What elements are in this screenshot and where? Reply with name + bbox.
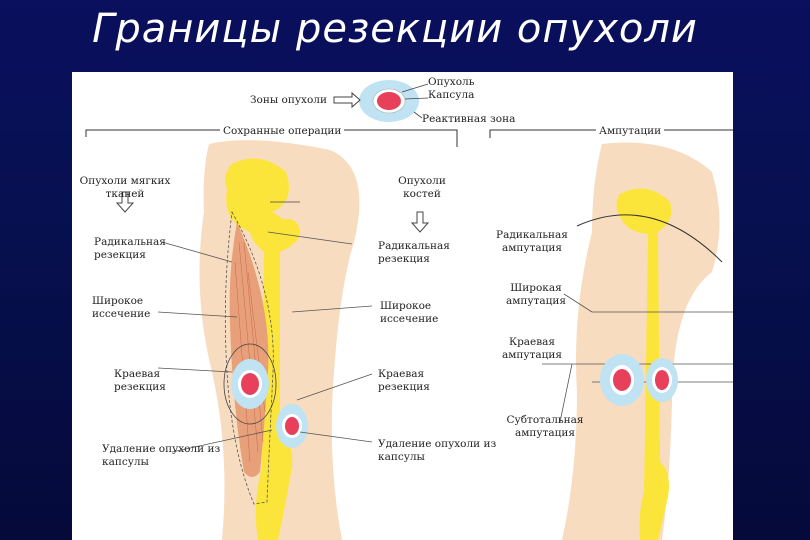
illustration	[85, 80, 733, 540]
soft-tissue-column-label: Опухоли мягких тканей	[79, 175, 171, 200]
amp-wide-label: Широкая ампутация	[505, 282, 567, 307]
bone-wide-label: Широкое иссечение	[380, 300, 439, 325]
amp-radical-label: Радикальная ампутация	[496, 229, 568, 254]
diagram-panel: Зоны опухоли Опухоль Капсула Реактивная …	[72, 72, 733, 540]
bone-intracapsular-label: Удаление опухоли из капсулы	[378, 438, 497, 463]
legend-arrow-icon	[333, 91, 361, 109]
preserving-section-label: Сохранные операции	[220, 125, 345, 138]
bone-column-label: Опухоли костей	[398, 175, 446, 200]
amputation-leg-illustration	[542, 142, 733, 540]
bone-marginal-label: Краевая резекция	[378, 368, 430, 393]
leader-lines	[157, 231, 593, 453]
preserving-leg-illustration	[199, 140, 360, 540]
slide-title: Границы резекции опухоли	[92, 6, 698, 52]
legend-leaders	[401, 83, 429, 119]
amputations-section-label: Ампутации	[596, 125, 665, 138]
legend-zones-label: Зоны опухоли	[250, 94, 327, 106]
soft-tissue-down-arrow-icon	[115, 191, 135, 213]
amp-subtotal-label: Субтотальная ампутация	[506, 414, 584, 439]
soft-radical-label: Радикальная резекция	[94, 236, 166, 261]
soft-wide-label: Широкое иссечение	[92, 295, 151, 320]
legend-tumor-capsule-label: Опухоль Капсула	[428, 76, 475, 101]
amp-marginal-label: Краевая ампутация	[501, 336, 563, 361]
bone-radical-label: Радикальная резекция	[378, 240, 450, 265]
soft-intracapsular-label: Удаление опухоли из капсулы	[102, 443, 221, 468]
soft-marginal-label: Краевая резекция	[114, 368, 166, 393]
legend-tumor-zones-icon	[359, 80, 419, 122]
bone-down-arrow-icon	[410, 211, 430, 233]
legend-reactive-zone-label: Реактивная зона	[422, 113, 516, 125]
